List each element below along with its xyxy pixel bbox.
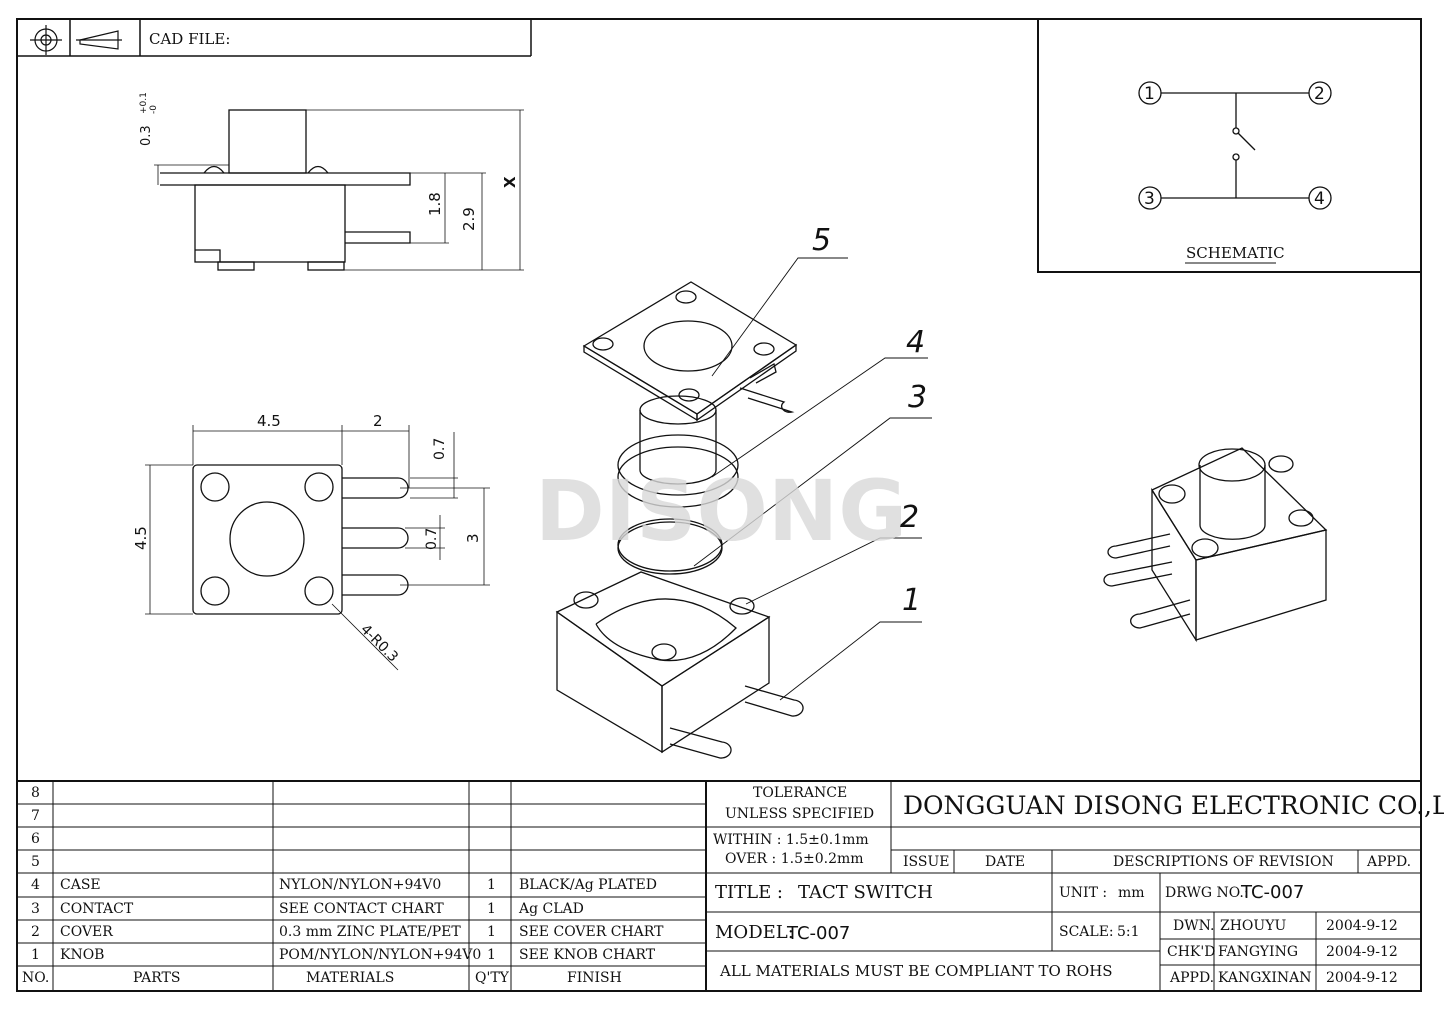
bom-header-materials: MATERIALS bbox=[306, 970, 395, 986]
dim-stem-tol: 0.3 bbox=[139, 125, 154, 146]
dim-tol-plus: +0.1 bbox=[139, 92, 149, 114]
dim-corner-radius: 4-R0.3 bbox=[357, 622, 401, 666]
tolerance-within: WITHIN : 1.5±0.1mm bbox=[713, 832, 869, 848]
revision-desc-header: DESCRIPTIONS OF REVISION bbox=[1113, 854, 1334, 870]
approved-by-label: APPD. bbox=[1170, 970, 1215, 986]
checked-by-label: CHK'D bbox=[1167, 944, 1216, 960]
checked-by-date: 2004-9-12 bbox=[1326, 944, 1398, 960]
assembled-view bbox=[1103, 447, 1328, 643]
bom-qty: 1 bbox=[487, 947, 496, 963]
pin-4-label: 4 bbox=[1314, 189, 1325, 209]
revision-date-header: DATE bbox=[985, 854, 1026, 870]
revision-issue-header: ISSUE bbox=[903, 854, 950, 870]
bom-row-no: 1 bbox=[31, 947, 40, 963]
dim-height-x: X bbox=[501, 176, 519, 188]
callout-2: 2 bbox=[900, 500, 919, 535]
tolerance-unless: UNLESS SPECIFIED bbox=[725, 806, 875, 822]
bom-material: 0.3 mm ZINC PLATE/PET bbox=[279, 924, 461, 940]
dim-top-height: 4.5 bbox=[132, 526, 150, 550]
bom-finish: Ag CLAD bbox=[519, 901, 584, 917]
title-label: TITLE : bbox=[715, 882, 784, 903]
pin-3-label: 3 bbox=[1144, 189, 1155, 209]
approved-by-date: 2004-9-12 bbox=[1326, 970, 1398, 986]
bom-finish: SEE KNOB CHART bbox=[519, 947, 656, 963]
bom-part: KNOB bbox=[60, 947, 105, 963]
pin-1-label: 1 bbox=[1144, 84, 1155, 104]
schematic-diagram bbox=[1037, 18, 1422, 273]
bom-header-no: NO. bbox=[22, 970, 50, 986]
bom-header-qty: Q'TY bbox=[475, 970, 509, 986]
dim-pin-width-1: 0.7 bbox=[432, 438, 448, 460]
unit-label: UNIT : bbox=[1059, 885, 1108, 901]
checked-by-name: FANGYING bbox=[1218, 944, 1299, 960]
callout-1: 1 bbox=[902, 583, 921, 618]
bom-table bbox=[17, 780, 707, 991]
bom-material: NYLON/NYLON+94V0 bbox=[279, 877, 442, 893]
dim-lead-length: 2 bbox=[373, 412, 383, 430]
scale-label: SCALE: bbox=[1059, 924, 1114, 940]
bom-qty: 1 bbox=[487, 901, 496, 917]
cad-header bbox=[17, 19, 532, 57]
approved-by-name: KANGXINAN bbox=[1218, 970, 1312, 986]
bom-row-no: 5 bbox=[31, 854, 40, 870]
drawn-by-label: DWN. bbox=[1173, 918, 1215, 934]
schematic-title: SCHEMATIC bbox=[1186, 244, 1285, 262]
side-view bbox=[154, 109, 524, 271]
bom-part: COVER bbox=[60, 924, 113, 940]
dim-pin-pitch: 3 bbox=[464, 533, 482, 543]
title-block bbox=[706, 780, 1421, 991]
rohs-note: ALL MATERIALS MUST BE COMPLIANT TO ROHS bbox=[720, 962, 1113, 980]
pin-2-label: 2 bbox=[1314, 84, 1325, 104]
bom-row-no: 6 bbox=[31, 831, 40, 847]
tolerance-over: OVER : 1.5±0.2mm bbox=[725, 851, 864, 867]
scale-value: 5:1 bbox=[1117, 924, 1140, 940]
bom-row-no: 7 bbox=[31, 808, 40, 824]
bom-finish: BLACK/Ag PLATED bbox=[519, 877, 657, 893]
bom-part: CONTACT bbox=[60, 901, 134, 917]
drawn-by-date: 2004-9-12 bbox=[1326, 918, 1398, 934]
drawing-number-value: TC-007 bbox=[1241, 882, 1305, 903]
bom-row-no: 3 bbox=[31, 901, 40, 917]
drawn-by-name: ZHOUYU bbox=[1220, 918, 1287, 934]
drawing-border bbox=[16, 18, 1422, 992]
callout-3: 3 bbox=[908, 380, 927, 415]
dim-height-2: 2.9 bbox=[460, 207, 478, 231]
callout-5: 5 bbox=[812, 223, 831, 258]
revision-appd-header: APPD. bbox=[1367, 854, 1412, 870]
cad-file-label: CAD FILE: bbox=[149, 30, 231, 48]
exploded-view bbox=[555, 257, 932, 759]
bom-material: SEE CONTACT CHART bbox=[279, 901, 444, 917]
drawing-number-label: DRWG NO.: bbox=[1165, 885, 1249, 901]
model-value: TC-007 bbox=[787, 923, 851, 944]
bom-row-no: 2 bbox=[31, 924, 40, 940]
model-label: MODEL: bbox=[715, 922, 794, 943]
watermark: DISONG bbox=[535, 462, 907, 560]
dim-height-1: 1.8 bbox=[426, 192, 444, 216]
dim-top-width: 4.5 bbox=[257, 412, 281, 430]
bom-part: CASE bbox=[60, 877, 101, 893]
bom-row-no: 4 bbox=[31, 877, 40, 893]
bom-header-parts: PARTS bbox=[133, 970, 181, 986]
top-view bbox=[145, 425, 490, 671]
projection-symbol-icon bbox=[30, 25, 122, 55]
bom-qty: 1 bbox=[487, 877, 496, 893]
bom-material: POM/NYLON/NYLON+94V0 bbox=[279, 947, 482, 963]
bom-qty: 1 bbox=[487, 924, 496, 940]
company-name: DONGGUAN DISONG ELECTRONIC CO.,LTD. bbox=[903, 791, 1444, 820]
title-value: TACT SWITCH bbox=[798, 882, 933, 903]
dim-pin-width-2: 0.7 bbox=[424, 528, 440, 550]
tolerance-label: TOLERANCE bbox=[753, 785, 848, 801]
bom-row-no: 8 bbox=[31, 785, 40, 801]
bom-finish: SEE COVER CHART bbox=[519, 924, 664, 940]
callout-4: 4 bbox=[906, 325, 925, 360]
dim-tol-minus: -0 bbox=[149, 105, 159, 114]
unit-value: mm bbox=[1118, 885, 1145, 901]
bom-header-finish: FINISH bbox=[567, 970, 622, 986]
